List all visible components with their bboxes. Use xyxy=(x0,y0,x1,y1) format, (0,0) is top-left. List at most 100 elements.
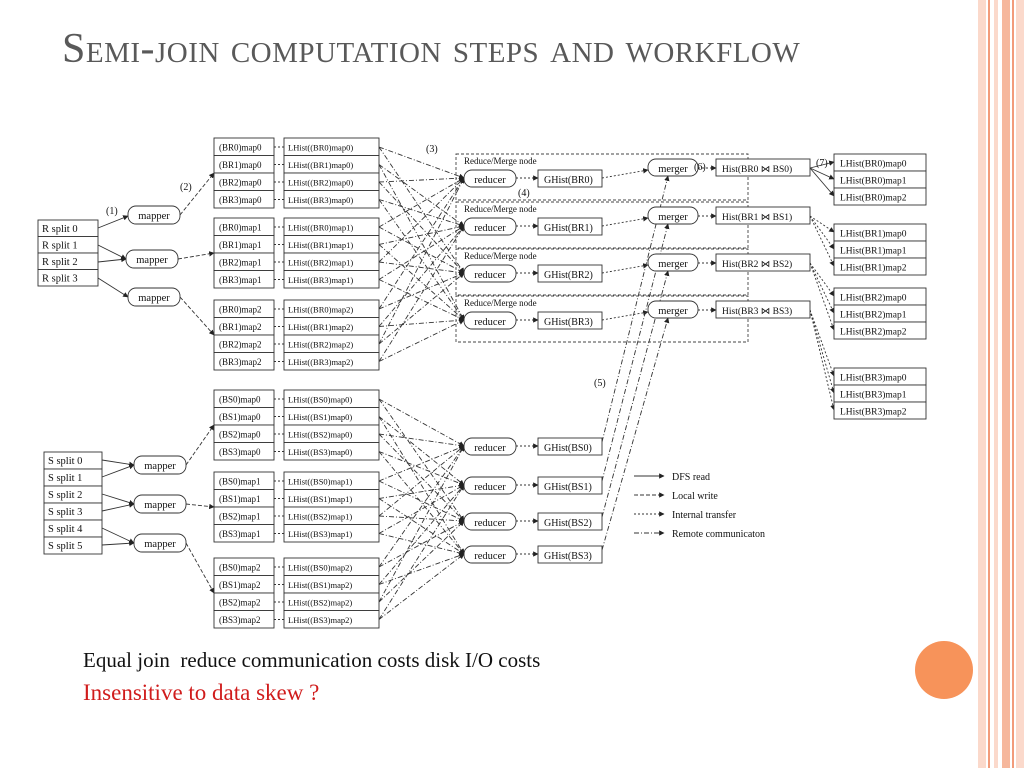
remote-comm-arrow xyxy=(378,416,465,486)
reduce-merge-node-box xyxy=(455,153,749,201)
remote-comm-arrow xyxy=(378,146,465,179)
ghist-s-box xyxy=(537,476,603,495)
ghist-r-label: GHist(BR2) xyxy=(544,270,593,281)
internal-transfer-arrow xyxy=(809,309,836,394)
ghist-r-box xyxy=(537,311,603,330)
ghist-s-label: GHist(BS0) xyxy=(544,443,592,454)
remote-comm-arrow xyxy=(378,177,465,345)
r-lhist-label: LHist((BR0)map1) xyxy=(288,223,353,233)
s-partition-label: (BS2)map2 xyxy=(219,598,261,608)
reducer-label: reducer xyxy=(474,223,506,234)
ghist-r-label: GHist(BR3) xyxy=(544,317,593,328)
mapper-node xyxy=(125,249,179,269)
remote-comm-arrow xyxy=(601,317,670,551)
mapper-node xyxy=(127,287,181,307)
ghist-s-box xyxy=(537,512,603,531)
remote-comm-arrow xyxy=(378,433,465,448)
remote-comm-arrow xyxy=(378,261,465,276)
reducer-label: reducer xyxy=(474,443,506,454)
r-lhist-cell xyxy=(283,190,380,209)
internal-transfer-arrow xyxy=(601,263,649,274)
r-lhist-label: LHist((BR1)map0) xyxy=(288,160,353,170)
ghist-s-label: GHist(BS2) xyxy=(544,518,592,529)
merger-node xyxy=(647,206,699,225)
ghist-s-box xyxy=(537,545,603,564)
s-lhist-label: LHist((BS0)map2) xyxy=(288,563,352,573)
caption-line-2: Insensitive to data skew ? xyxy=(83,680,320,705)
remote-comm-arrow xyxy=(378,553,465,585)
remote-comm-arrow xyxy=(378,445,465,568)
s-partition-label: (BS2)map0 xyxy=(219,430,261,440)
s-lhist-label: LHist((BS1)map0) xyxy=(288,412,352,422)
output-lhist-label: LHist(BR3)map1 xyxy=(840,390,907,401)
r-lhist-label: LHist((BR1)map2) xyxy=(288,322,353,332)
hist-join-label: Hist(BR0 ⋈ BS0) xyxy=(722,164,792,175)
output-lhist-label: LHist(BR2)map2 xyxy=(840,327,907,338)
remote-comm-arrow xyxy=(378,484,465,620)
decor-stripe-4 xyxy=(1002,0,1010,768)
remote-comm-arrow xyxy=(378,225,465,327)
merger-label: merger xyxy=(658,259,688,270)
dfs-read-arrow xyxy=(97,215,129,229)
remote-comm-arrow xyxy=(378,319,465,362)
step-label: (7) xyxy=(816,158,828,169)
reducer-label: reducer xyxy=(474,270,506,281)
s-lhist-label: LHist((BS0)map0) xyxy=(288,395,352,405)
output-lhist-label: LHist(BR3)map2 xyxy=(840,407,907,418)
legend-label: DFS read xyxy=(672,472,710,483)
s-partition-label: (BS0)map0 xyxy=(219,395,261,405)
local-write-arrow xyxy=(185,424,215,466)
r-partition-label: (BR3)map0 xyxy=(219,195,262,205)
internal-transfer-arrow xyxy=(809,215,835,233)
s-lhist-label: LHist((BS3)map2) xyxy=(288,615,352,625)
internal-transfer-arrow xyxy=(809,309,836,411)
decor-stripe-2 xyxy=(988,0,990,768)
r-lhist-label: LHist((BR0)map0) xyxy=(288,143,353,153)
reduce-merge-node-box xyxy=(455,295,749,343)
internal-transfer-arrow xyxy=(809,262,835,314)
output-lhist-label: LHist(BR0)map1 xyxy=(840,176,907,187)
step-label: (2) xyxy=(180,182,192,193)
semi-join-workflow-diagram: R split 0R split 1R split 2R split 3S sp… xyxy=(37,137,927,629)
r-partition-label: (BR0)map1 xyxy=(219,223,262,233)
s-split-label: S split 3 xyxy=(48,507,82,518)
step-label: (6) xyxy=(694,162,706,173)
s-lhist-label: LHist((BS0)map1) xyxy=(288,477,352,487)
s-lhist-label: LHist((BS3)map0) xyxy=(288,447,352,457)
local-write-arrow xyxy=(185,542,215,594)
s-partition-label: (BS2)map1 xyxy=(219,512,261,522)
s-split-label: S split 5 xyxy=(48,541,82,552)
r-partition-label: (BR2)map2 xyxy=(219,340,262,350)
legend-label: Remote communicaton xyxy=(672,529,765,540)
local-write-arrow xyxy=(179,296,215,336)
s-partition-label: (BS0)map2 xyxy=(219,563,261,573)
dfs-read-arrow xyxy=(97,244,127,260)
r-split-cell xyxy=(37,269,99,287)
s-lhist-label: LHist((BS2)map2) xyxy=(288,598,352,608)
remote-comm-arrow xyxy=(378,225,465,280)
reducer-label: reducer xyxy=(474,317,506,328)
remote-comm-arrow xyxy=(378,533,465,556)
dfs-read-arrow xyxy=(809,160,835,169)
s-partition-label: (BS1)map2 xyxy=(219,580,261,590)
ghist-s-label: GHist(BS1) xyxy=(544,482,592,493)
reduce-merge-node-label: Reduce/Merge node xyxy=(464,251,537,261)
output-lhist-label: LHist(BR1)map1 xyxy=(840,246,907,257)
local-write-arrow xyxy=(177,251,215,260)
merger-label: merger xyxy=(658,212,688,223)
s-split-label: S split 0 xyxy=(48,456,82,467)
ghist-r-label: GHist(BR0) xyxy=(544,175,593,186)
remote-comm-arrow xyxy=(378,272,465,310)
legend-label: Local write xyxy=(672,491,718,502)
local-write-arrow xyxy=(185,503,215,510)
remote-comm-arrow xyxy=(378,164,465,321)
reducer-node xyxy=(463,169,517,188)
r-split-label: R split 3 xyxy=(42,274,78,285)
r-split-label: R split 2 xyxy=(42,257,78,268)
internal-transfer-arrow xyxy=(601,216,649,227)
reducer-node xyxy=(463,476,517,495)
output-lhist-label: LHist(BR2)map0 xyxy=(840,293,907,304)
hist-join-label: Hist(BR3 ⋈ BS3) xyxy=(722,306,792,317)
step-label: (5) xyxy=(594,378,606,389)
reducer-node xyxy=(463,311,517,330)
